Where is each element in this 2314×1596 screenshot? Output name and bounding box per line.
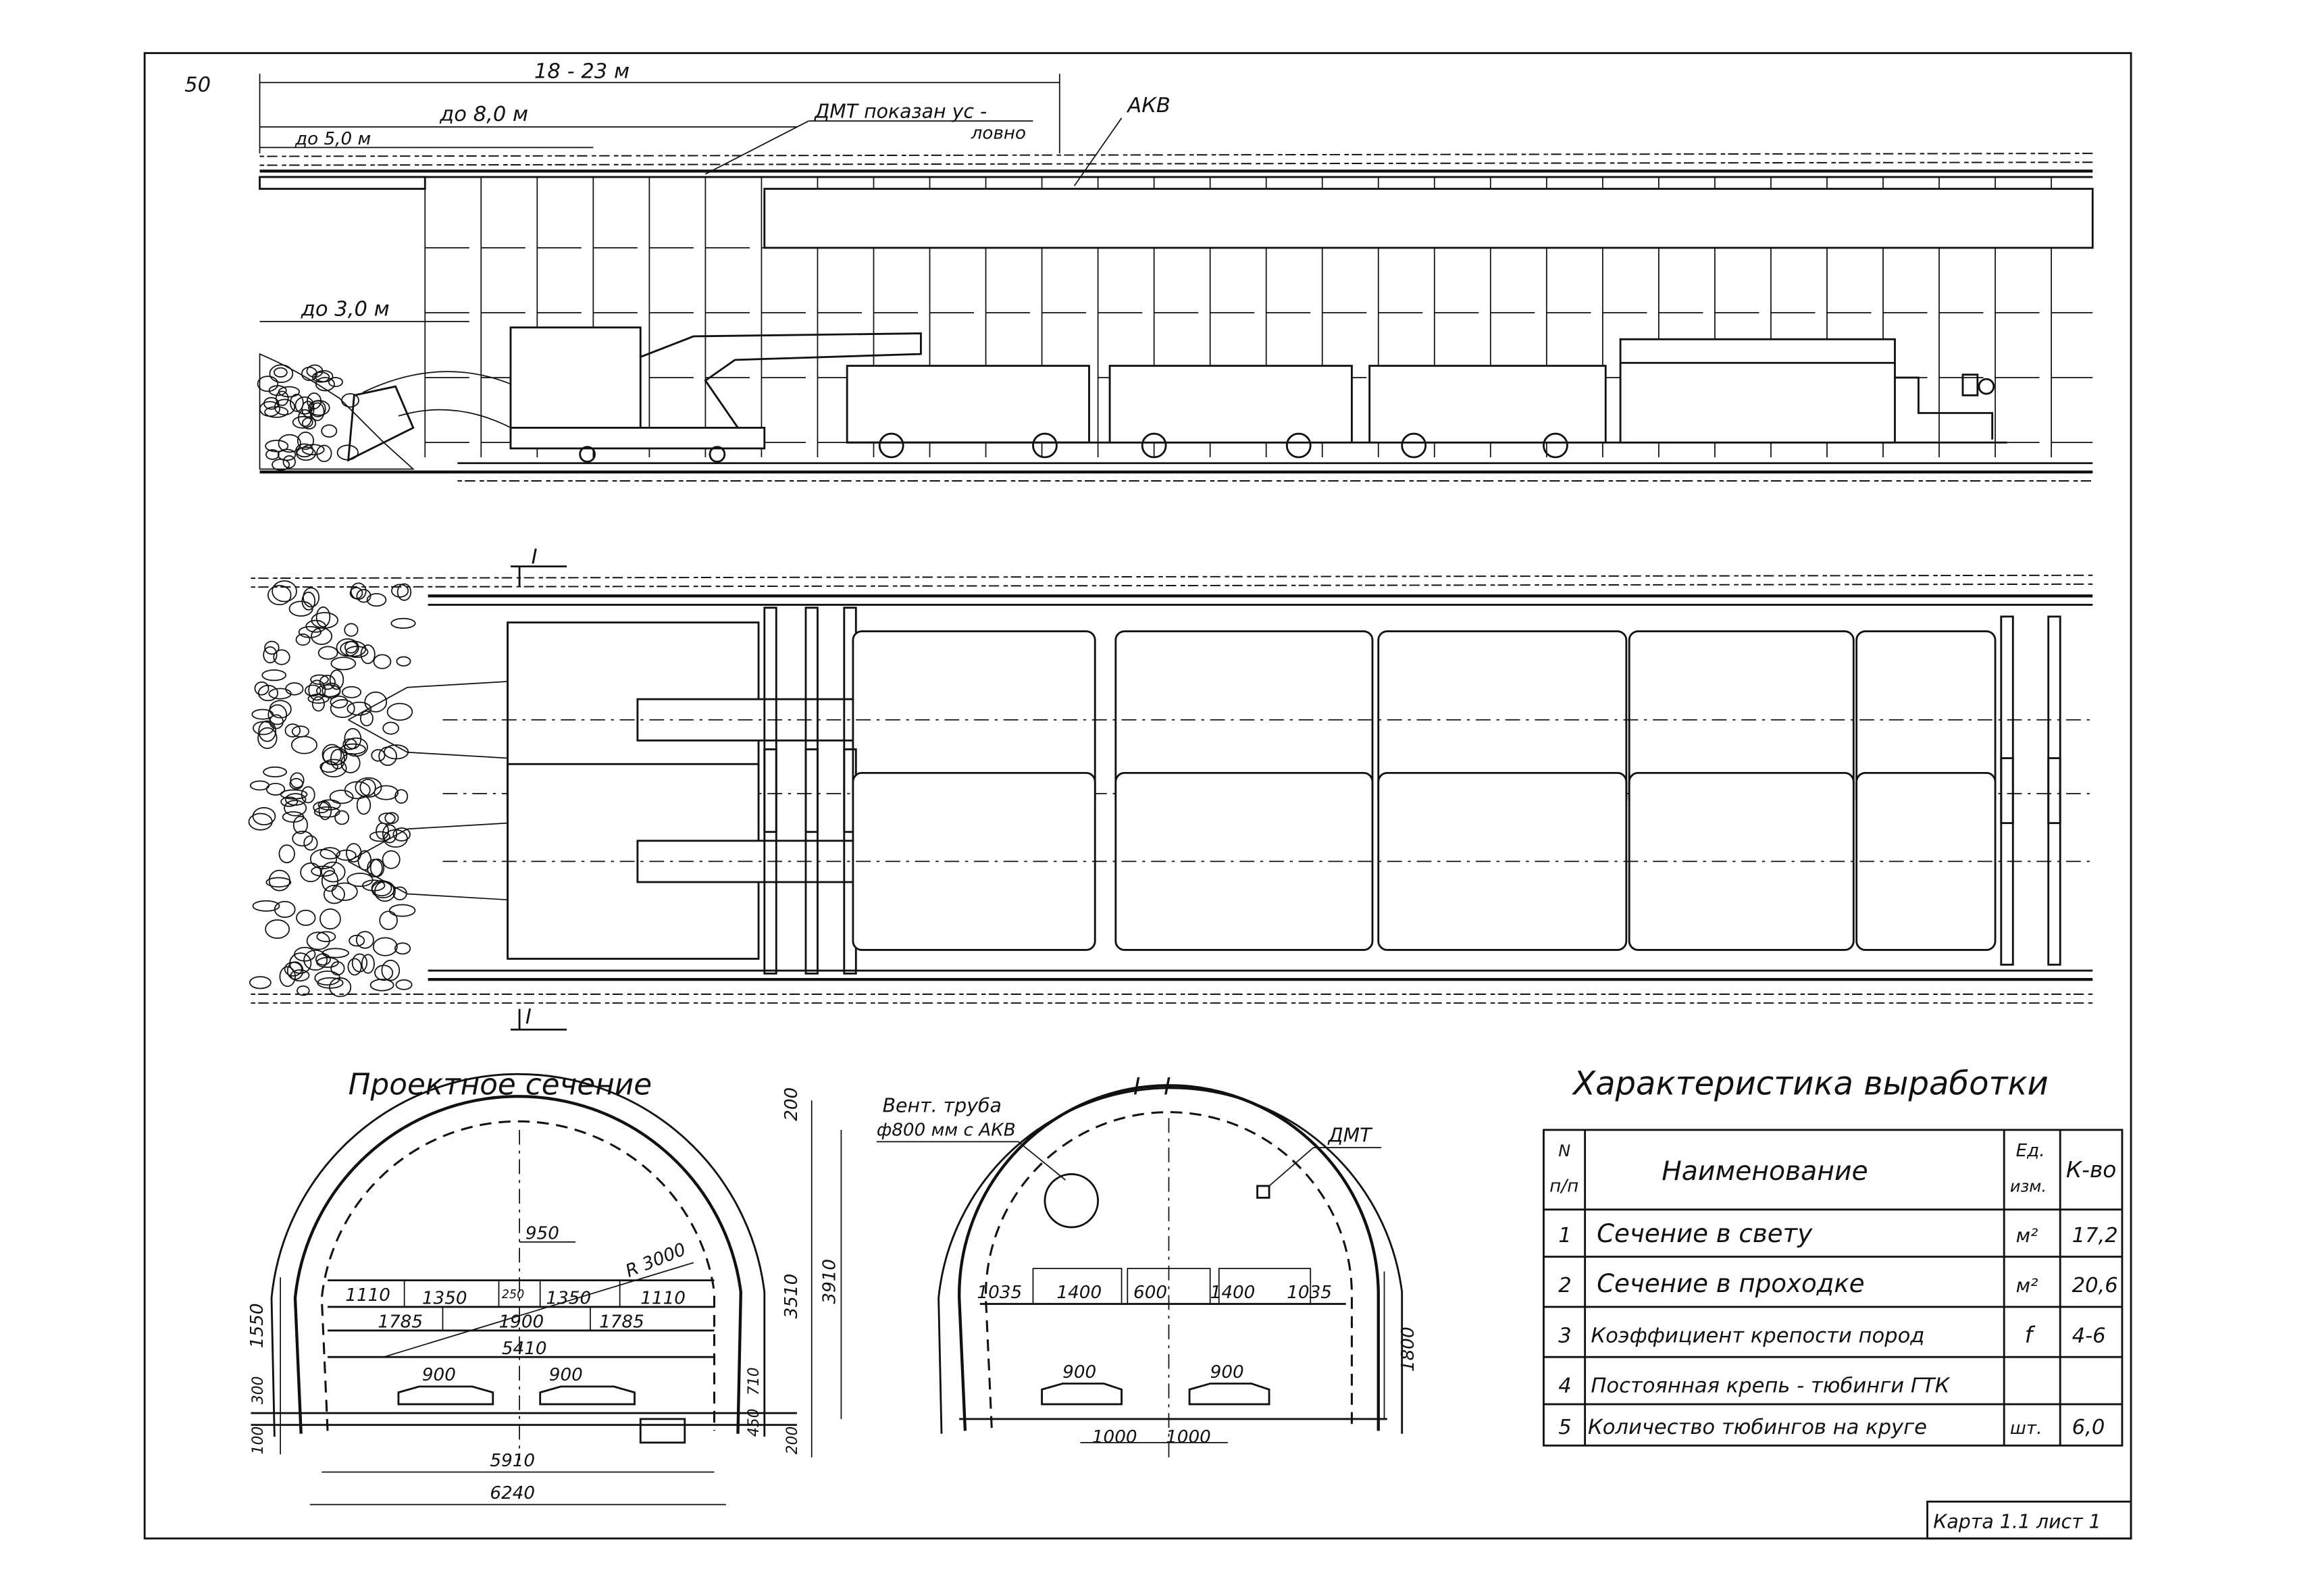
dim-900-left-11: 900 <box>1062 1362 1096 1383</box>
vent-pipe-label-size: ф800 мм с АКВ <box>877 1121 1016 1141</box>
dim-710: 710 <box>746 1367 763 1395</box>
page-number: 50 <box>184 73 211 97</box>
row-value: 17,2 <box>2072 1224 2118 1247</box>
header-number-sub: п/п <box>1549 1177 1578 1197</box>
row-number: 2 <box>1558 1274 1571 1297</box>
row-unit: f <box>2025 1322 2036 1347</box>
dim-200-top: 200 <box>781 1087 802 1121</box>
label-akv: АКВ <box>1126 94 1171 118</box>
dim-100: 100 <box>250 1426 267 1455</box>
dim-total-length: 18 - 23 м <box>534 60 629 84</box>
dim-up-to-3m: до 3,0 м <box>301 297 390 321</box>
dim-900-right: 900 <box>549 1365 583 1385</box>
dim-900-right-11: 900 <box>1210 1362 1244 1383</box>
dim-300: 300 <box>250 1376 267 1404</box>
header-quantity: К-во <box>2066 1157 2116 1183</box>
dim-450: 450 <box>746 1408 763 1437</box>
dim-1035-right: 1035 <box>1287 1283 1332 1303</box>
dim-250: 250 <box>502 1288 524 1302</box>
table-row: 3 Коэффициент крепости пород f 4-6 <box>1558 1322 2105 1347</box>
dim-1785-right: 1785 <box>599 1312 644 1333</box>
table-title: Характеристика выработки <box>1571 1064 2049 1102</box>
row-unit: м² <box>2016 1225 2038 1247</box>
row-number: 1 <box>1558 1224 1571 1247</box>
row-value: 6,0 <box>2072 1416 2105 1439</box>
characteristics-table: Характеристика выработки N п/п Наименова… <box>1543 1064 2124 1447</box>
header-unit-sub: изм. <box>2010 1177 2047 1196</box>
sheet-stamp-frame <box>1926 1500 2132 1540</box>
loading-machine <box>347 326 922 463</box>
vent-pipe-label: Вент. труба <box>883 1095 1002 1117</box>
dim-5410: 5410 <box>502 1339 547 1359</box>
row-name: Сечение в свету <box>1597 1219 1813 1248</box>
dim-up-to-5m: до 5,0 м <box>294 129 371 149</box>
vent-pipe-section <box>1044 1173 1100 1229</box>
row-number: 5 <box>1558 1416 1571 1439</box>
sheet-stamp: Карта 1.1 лист 1 <box>1933 1511 2101 1533</box>
dim-1900: 1900 <box>499 1312 544 1333</box>
row-name: Количество тюбингов на круге <box>1588 1416 1927 1439</box>
dim-6240: 6240 <box>490 1483 535 1503</box>
dim-1785-left: 1785 <box>378 1312 423 1333</box>
section-mark-bottom: I <box>525 1006 532 1029</box>
table-row: 1 Сечение в свету м² 17,2 <box>1558 1219 2117 1248</box>
dim-up-to-8m: до 8,0 м <box>439 103 528 126</box>
table-row: 2 Сечение в проходке м² 20,6 <box>1558 1269 2117 1298</box>
dim-900-left: 900 <box>422 1365 456 1385</box>
mine-car <box>1368 365 1607 459</box>
note-dmt-conditional-cont: ловно <box>971 123 1026 143</box>
rock-face-plan <box>248 580 416 998</box>
dim-1000-right: 1000 <box>1166 1427 1211 1447</box>
dim-1110-left: 1110 <box>345 1285 390 1306</box>
dim-1350-left: 1350 <box>422 1289 467 1309</box>
dim-3510: 3510 <box>781 1274 802 1319</box>
row-number: 3 <box>1558 1324 1571 1347</box>
cross-section-1-1: I - I Вент. труба ф800 мм с АКВ ДМТ 1035… <box>876 1073 1418 1461</box>
mine-car <box>846 365 2007 459</box>
section-mark-top: I <box>532 545 538 569</box>
dim-200-bottom: 200 <box>784 1426 801 1455</box>
header-name: Наименование <box>1662 1156 1868 1187</box>
row-name: Постоянная крепь - тюбинги ГТК <box>1591 1374 1950 1398</box>
table-row: 4 Постоянная крепь - тюбинги ГТК <box>1558 1374 1950 1398</box>
conveyor-train-upper <box>348 607 2093 833</box>
row-name: Коэффициент крепости пород <box>1591 1324 1924 1347</box>
dim-1800: 1800 <box>1398 1327 1418 1372</box>
electric-locomotive <box>1619 338 1995 444</box>
rock-face <box>259 353 415 470</box>
dim-1000-left: 1000 <box>1092 1427 1137 1447</box>
dim-1350-right: 1350 <box>546 1289 591 1309</box>
row-unit: шт. <box>2010 1418 2042 1439</box>
dim-600: 600 <box>1133 1283 1167 1303</box>
row-name: Сечение в проходке <box>1597 1269 1865 1298</box>
dim-950: 950 <box>525 1223 559 1243</box>
dim-1400-right: 1400 <box>1210 1283 1256 1303</box>
vent-pipe <box>763 188 2094 249</box>
header-unit: Ед. <box>2016 1141 2045 1161</box>
conveyor-train-lower <box>348 748 2093 975</box>
dim-1400-left: 1400 <box>1056 1283 1102 1303</box>
dim-1110-right: 1110 <box>640 1289 686 1309</box>
dim-5910: 5910 <box>490 1451 535 1471</box>
row-unit: м² <box>2016 1275 2038 1297</box>
muck-pile <box>257 364 359 471</box>
dim-1035-left: 1035 <box>977 1283 1022 1303</box>
dim-r3000: R 3000 <box>623 1239 689 1282</box>
dim-3910: 3910 <box>820 1259 840 1304</box>
mine-car <box>1108 365 1353 459</box>
row-value: 20,6 <box>2072 1274 2118 1297</box>
dmt-label: ДМТ <box>1327 1124 1373 1146</box>
row-value: 4-6 <box>2072 1324 2106 1347</box>
tunnel-plan-view: I I <box>248 545 2093 1031</box>
sheet-frame <box>143 52 2132 1540</box>
header-number: N <box>1558 1141 1570 1160</box>
tunnel-elevation-view: 18 - 23 м до 8,0 м до 5,0 м до 3,0 м ДМТ… <box>257 60 2094 482</box>
table-row: 5 Количество тюбингов на круге шт. 6,0 <box>1558 1416 2105 1439</box>
row-number: 4 <box>1558 1374 1571 1398</box>
note-dmt-conditional: ДМТ показан ус - <box>813 101 987 123</box>
dim-1550: 1550 <box>247 1303 267 1348</box>
design-cross-section: Проектное сечение 950 R 3000 1110 1350 2… <box>247 1067 842 1505</box>
